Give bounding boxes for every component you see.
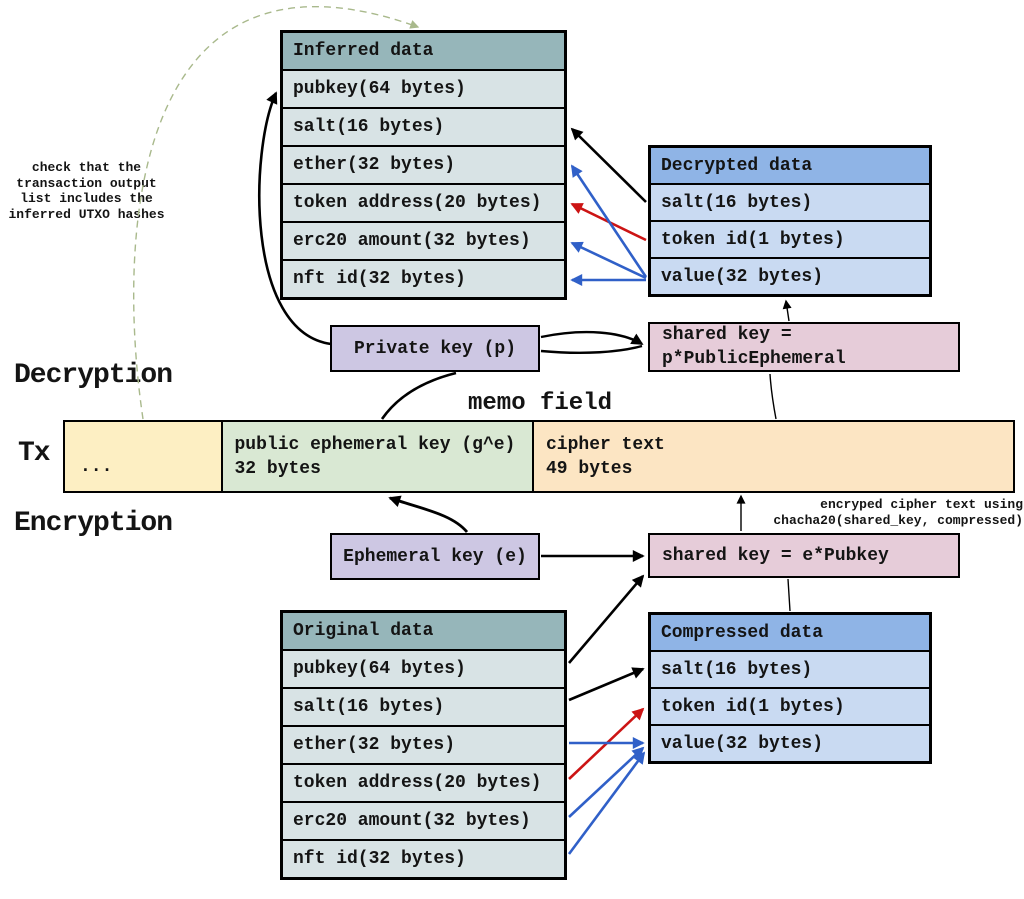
cipher-note: encryped cipher text using chacha20(shar…: [770, 497, 1023, 528]
decrypted-data-title: Decrypted data: [651, 148, 929, 183]
inferred-row-ether: ether(32 bytes): [283, 145, 564, 183]
arrow-privatekey-to-sharedkey-2: [540, 344, 643, 354]
cipher-note-line2: chacha20(shared_key, compressed): [773, 512, 1023, 528]
encryption-label: Encryption: [14, 508, 173, 539]
inferred-row-salt: salt(16 bytes): [283, 107, 564, 145]
original-data-table: Original data pubkey(64 bytes) salt(16 b…: [280, 610, 567, 880]
cipher-note-line1: encryped cipher text using: [820, 497, 1023, 512]
public-ephemeral-line1: public ephemeral key (g^e): [234, 434, 516, 455]
arrow-value-to-ether: [570, 164, 648, 278]
inferred-row-token-address: token address(20 bytes): [283, 183, 564, 221]
original-row-pubkey: pubkey(64 bytes): [283, 649, 564, 687]
shared-key-decrypt-line2: p*PublicEphemeral: [662, 349, 846, 369]
decrypted-row-salt: salt(16 bytes): [651, 183, 929, 220]
arrow-salt-to-compressed-salt: [568, 667, 645, 702]
shared-key-decrypt-box: shared key = p*PublicEphemeral: [648, 322, 960, 372]
check-note-line1: check that the: [31, 160, 142, 175]
inferred-data-title: Inferred data: [283, 33, 564, 69]
check-note-line2: transaction output: [16, 175, 157, 191]
compressed-row-value: value(32 bytes): [651, 724, 929, 761]
original-row-nft-id: nft id(32 bytes): [283, 839, 564, 877]
cipher-text-line1: cipher text: [546, 434, 665, 455]
compressed-row-token-id: token id(1 bytes): [651, 687, 929, 724]
compressed-data-title: Compressed data: [651, 615, 929, 650]
arrow-ephemeral-to-memo: [388, 495, 469, 533]
arrow-tokenaddress-to-tokenid: [568, 707, 645, 780]
check-note: check that the transaction output list i…: [5, 160, 168, 222]
decrypted-data-table: Decrypted data salt(16 bytes) token id(1…: [648, 145, 932, 297]
inferred-data-table: Inferred data pubkey(64 bytes) salt(16 b…: [280, 30, 567, 300]
arrow-nftid-to-value: [567, 751, 646, 855]
arrow-privatekey-to-sharedkey-1: [540, 330, 644, 346]
compressed-row-salt: salt(16 bytes): [651, 650, 929, 687]
tx-dots: ...: [80, 457, 113, 477]
public-ephemeral-line2: 32 bytes: [234, 458, 321, 479]
original-row-erc20-amount: erc20 amount(32 bytes): [283, 801, 564, 839]
original-row-salt: salt(16 bytes): [283, 687, 564, 725]
shared-key-decrypt-line1: shared key =: [662, 325, 792, 345]
line-compressed-to-sharedkey-e: [787, 578, 791, 612]
ephemeral-key-label: Ephemeral key (e): [343, 546, 527, 567]
check-note-line4: inferred UTXO hashes: [8, 206, 165, 222]
cipher-text-box: cipher text 49 bytes: [532, 420, 1015, 493]
original-row-ether: ether(32 bytes): [283, 725, 564, 763]
decrypted-row-value: value(32 bytes): [651, 257, 929, 294]
cipher-text-line2: 49 bytes: [546, 458, 633, 479]
private-key-box: Private key (p): [330, 325, 540, 372]
ephemeral-key-box: Ephemeral key (e): [330, 533, 540, 580]
shared-key-encrypt-box: shared key = e*Pubkey: [648, 533, 960, 578]
line-cipher-to-sharedkey-p: [769, 373, 777, 420]
arrow-value-to-erc20: [570, 241, 647, 280]
shared-key-encrypt-label: shared key = e*Pubkey: [662, 545, 889, 566]
original-data-title: Original data: [283, 613, 564, 649]
inferred-row-erc20-amount: erc20 amount(32 bytes): [283, 221, 564, 259]
public-ephemeral-box: public ephemeral key (g^e) 32 bytes: [220, 420, 535, 493]
inferred-row-pubkey: pubkey(64 bytes): [283, 69, 564, 107]
check-note-line3: list includes the: [20, 191, 153, 206]
private-key-label: Private key (p): [353, 338, 517, 359]
decrypted-row-token-id: token id(1 bytes): [651, 220, 929, 257]
arrow-pubkey-to-sharedkey: [568, 574, 645, 664]
decryption-label: Decryption: [14, 360, 173, 391]
arrow-tokenid-to-tokenaddress: [570, 202, 647, 242]
arrow-sharedkey-to-value: [782, 299, 792, 322]
tx-label: Tx: [18, 438, 51, 469]
memo-field-label: memo field: [467, 390, 613, 417]
tx-dots-box: ...: [63, 420, 223, 493]
arrow-salt-to-inferred: [570, 127, 647, 203]
inferred-row-nft-id: nft id(32 bytes): [283, 259, 564, 297]
compressed-data-table: Compressed data salt(16 bytes) token id(…: [648, 612, 932, 764]
arrow-erc20-to-value: [568, 746, 645, 818]
original-row-token-address: token address(20 bytes): [283, 763, 564, 801]
